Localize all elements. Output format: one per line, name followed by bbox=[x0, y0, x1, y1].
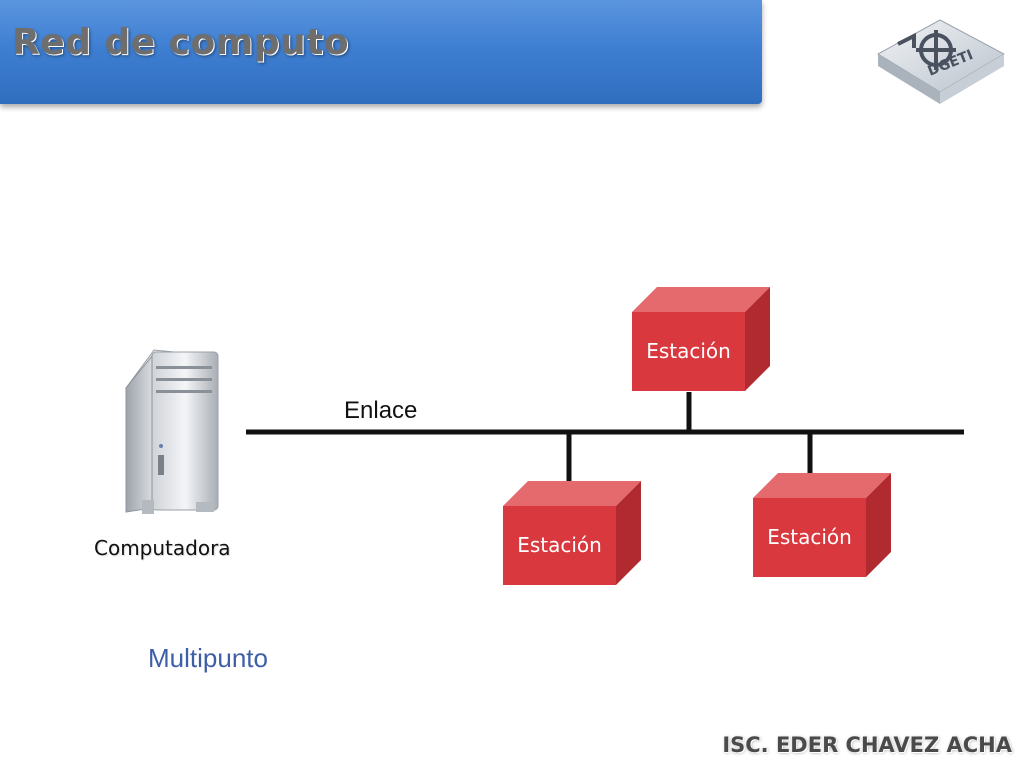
slide-title: Red de computo bbox=[12, 22, 350, 63]
station-label-top: Estación bbox=[646, 339, 731, 363]
tower-computer-icon bbox=[125, 349, 219, 514]
link-label: Enlace bbox=[344, 397, 418, 424]
dgeti-logo-icon: DGETI bbox=[870, 14, 1010, 106]
station-bottom-left bbox=[503, 481, 641, 585]
author-footer: ISC. EDER CHAVEZ ACHA bbox=[722, 733, 1012, 757]
computer-label: Computadora bbox=[94, 536, 231, 560]
station-top bbox=[632, 287, 770, 391]
topology-label: Multipunto bbox=[148, 643, 268, 673]
station-label-bottom-left: Estación bbox=[517, 533, 602, 557]
station-label-bottom-right: Estación bbox=[767, 525, 852, 549]
title-banner: Red de computo bbox=[0, 0, 762, 104]
station-bottom-right bbox=[753, 473, 891, 577]
